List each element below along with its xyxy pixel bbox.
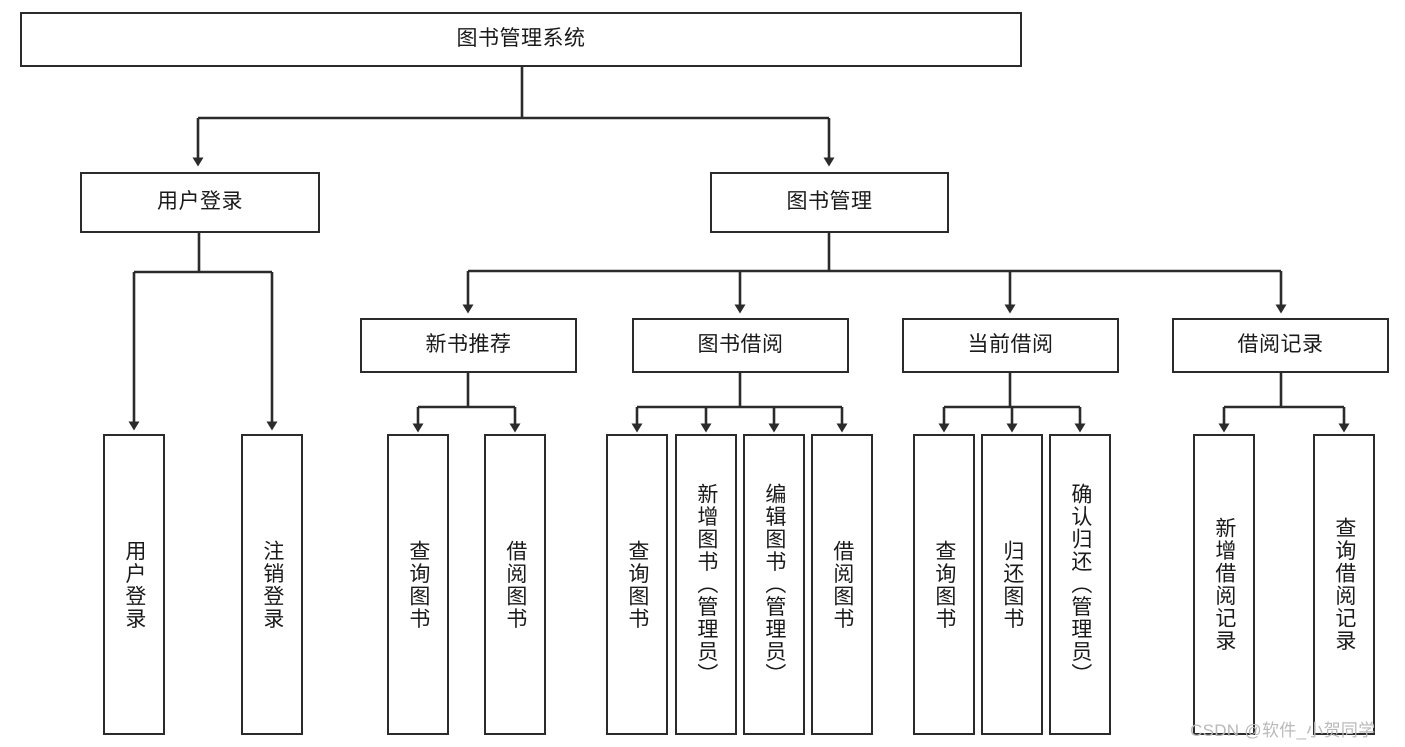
node-label: 借阅图书 <box>503 539 527 630</box>
leaf-user-login-logout[interactable]: 注销登录 <box>241 434 303 735</box>
leaf-new-book-borrow-book[interactable]: 借阅图书 <box>484 434 546 735</box>
node-label: 用户登录 <box>122 539 146 630</box>
node-label: 图书管理 <box>786 190 873 214</box>
node-label: 借阅记录 <box>1237 333 1324 357</box>
leaf-book-borrow-borrow-book[interactable]: 借阅图书 <box>811 434 873 735</box>
node-borrow-record[interactable]: 借阅记录 <box>1172 318 1389 373</box>
node-label: 查询图书 <box>406 539 430 630</box>
node-book-borrow[interactable]: 图书借阅 <box>632 318 849 373</box>
leaf-borrow-record-query-record[interactable]: 查询借阅记录 <box>1313 434 1375 735</box>
leaf-book-borrow-edit-book-admin[interactable]: 编辑图书（管理员） <box>743 434 805 735</box>
leaf-current-borrow-query-book[interactable]: 查询图书 <box>913 434 975 735</box>
node-label: 查询图书 <box>932 539 956 630</box>
leaf-book-borrow-add-book-admin[interactable]: 新增图书（管理员） <box>675 434 737 735</box>
node-label: 借阅图书 <box>830 539 854 630</box>
csdn-watermark: CSDN @软件_小贺同学 <box>1190 721 1376 740</box>
node-current-borrow[interactable]: 当前借阅 <box>902 318 1119 373</box>
node-root-system[interactable]: 图书管理系统 <box>20 12 1022 67</box>
node-label: 确认归还（管理员） <box>1068 483 1092 686</box>
node-label: 查询借阅记录 <box>1332 517 1356 652</box>
node-label: 用户登录 <box>157 190 243 214</box>
node-label: 新书推荐 <box>425 333 512 357</box>
node-label: 注销登录 <box>260 539 284 630</box>
node-label: 新增借阅记录 <box>1212 517 1236 652</box>
leaf-new-book-query-book[interactable]: 查询图书 <box>387 434 449 735</box>
node-label: 当前借阅 <box>967 333 1054 357</box>
node-new-book-recommend[interactable]: 新书推荐 <box>360 318 577 373</box>
node-label: 查询图书 <box>625 539 649 630</box>
node-book-management[interactable]: 图书管理 <box>710 172 949 233</box>
node-label: 归还图书 <box>1000 539 1024 630</box>
leaf-book-borrow-query-book[interactable]: 查询图书 <box>606 434 668 735</box>
leaf-user-login-login[interactable]: 用户登录 <box>103 434 165 735</box>
node-label: 图书管理系统 <box>456 27 586 51</box>
node-user-login[interactable]: 用户登录 <box>80 172 320 233</box>
node-label: 图书借阅 <box>697 333 784 357</box>
leaf-current-borrow-confirm-return-admin[interactable]: 确认归还（管理员） <box>1049 434 1111 735</box>
node-label: 新增图书（管理员） <box>694 483 718 686</box>
leaf-borrow-record-add-record[interactable]: 新增借阅记录 <box>1193 434 1255 735</box>
leaf-current-borrow-return-book[interactable]: 归还图书 <box>981 434 1043 735</box>
node-label: 编辑图书（管理员） <box>762 483 786 686</box>
